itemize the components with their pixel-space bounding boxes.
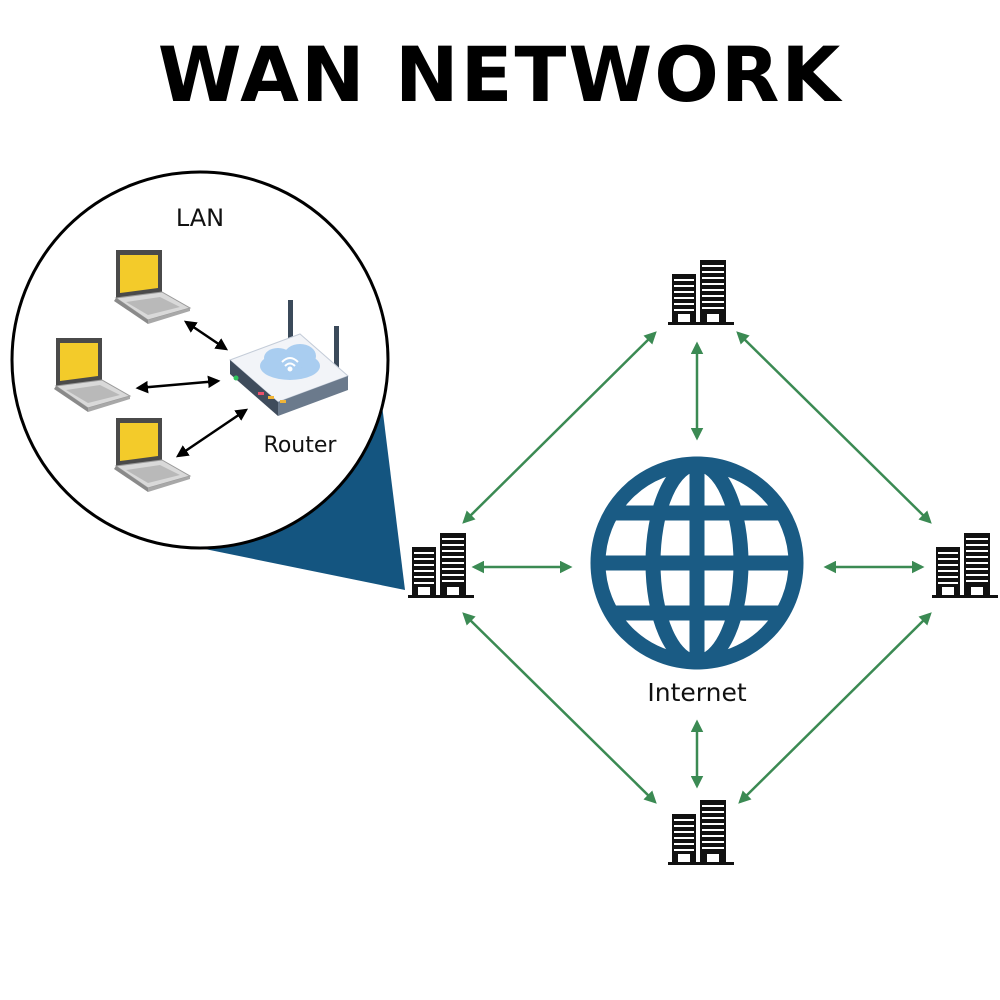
wan-links (462, 331, 932, 804)
router-label: Router (264, 433, 338, 458)
wifi-icon (281, 357, 299, 372)
wan-link-arrow (738, 612, 932, 804)
lan-link-arrow (183, 320, 229, 351)
wan-link-arrow (462, 331, 657, 524)
lan-label: LAN (176, 204, 224, 232)
wan-link-arrow (736, 331, 932, 524)
building-icon (667, 259, 735, 326)
page-title: WAN NETWORK (157, 30, 843, 119)
cloud-icon (260, 344, 320, 380)
building-icon (407, 532, 475, 599)
wan-link-arrow (462, 612, 657, 804)
router-icon (229, 300, 349, 416)
globe-icon (590, 456, 804, 670)
lan-link-arrow (135, 375, 221, 394)
lan-link-arrow (175, 408, 249, 458)
building-icon (931, 532, 999, 599)
internet-label: Internet (647, 678, 746, 707)
building-icon (667, 799, 735, 866)
lan-circle (10, 170, 390, 550)
lan-links (135, 320, 249, 458)
